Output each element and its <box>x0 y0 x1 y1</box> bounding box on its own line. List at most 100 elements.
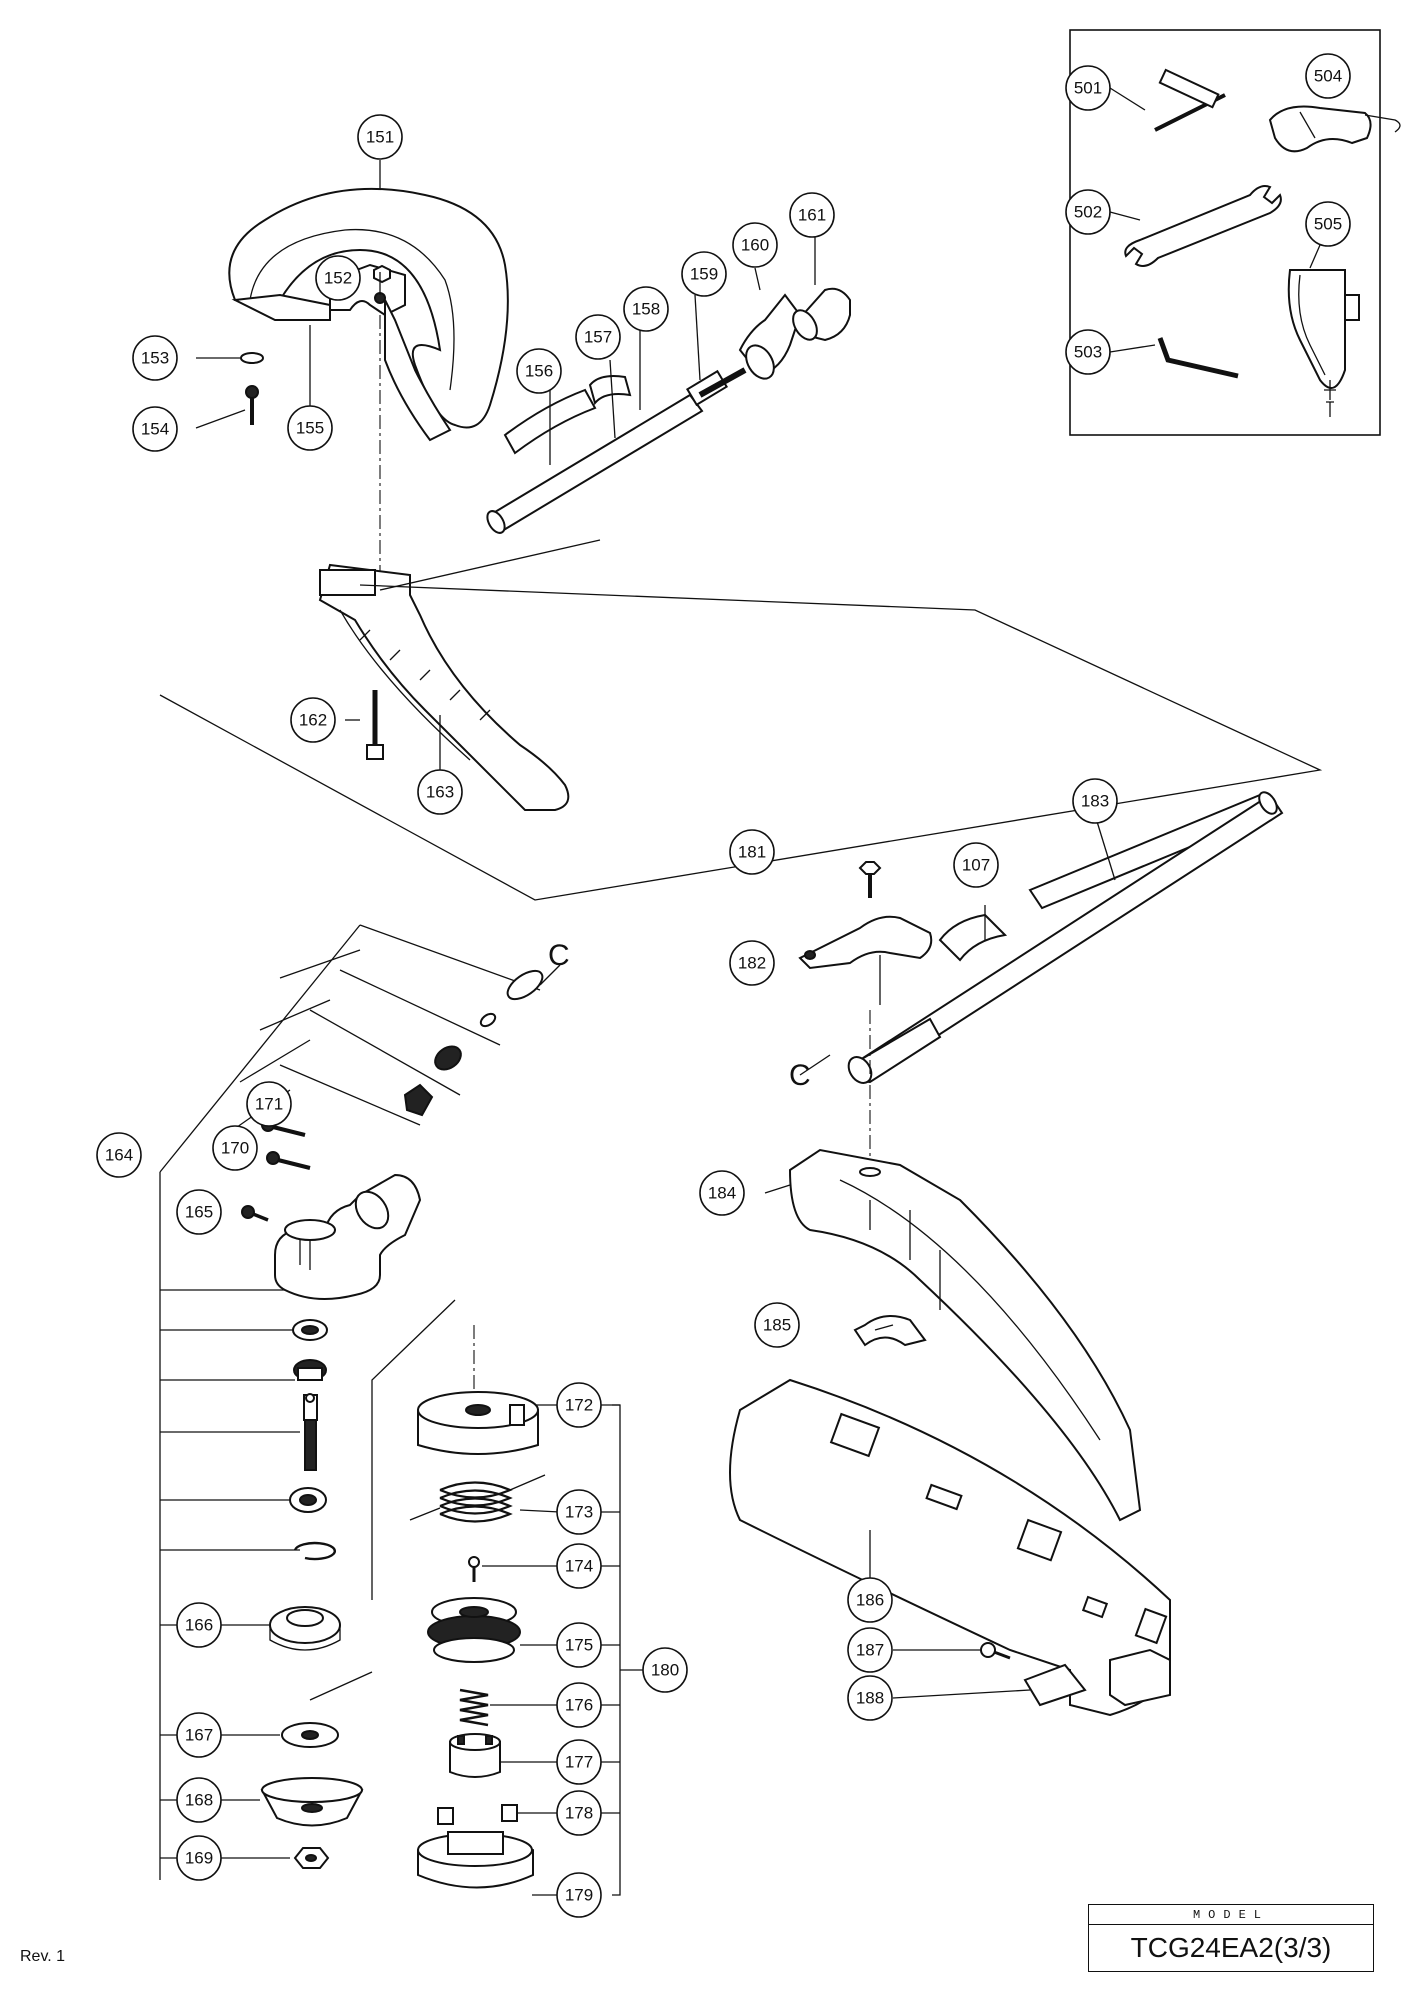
callout-107: 107 <box>953 842 999 888</box>
svg-text:158: 158 <box>632 300 660 319</box>
bearing-lower <box>289 1487 327 1513</box>
svg-text:156: 156 <box>525 362 553 381</box>
callout-504: 504 <box>1305 53 1351 99</box>
bolt-162 <box>366 690 384 760</box>
svg-text:160: 160 <box>741 236 769 255</box>
spool-175 <box>427 1597 521 1663</box>
circlip <box>506 969 544 1001</box>
svg-text:176: 176 <box>565 1696 593 1715</box>
leader-lines-upper <box>549 235 816 465</box>
sleeve-107 <box>938 913 1008 962</box>
bearing-upper-shaft <box>434 1045 462 1071</box>
svg-text:161: 161 <box>798 206 826 225</box>
cup-168 <box>260 1777 364 1827</box>
callout-503: 503 <box>1065 329 1111 375</box>
svg-text:170: 170 <box>221 1139 249 1158</box>
model-number: TCG24EA2(3/3) <box>1130 1932 1332 1963</box>
callout-173: 173 <box>556 1489 602 1535</box>
callout-177: 177 <box>556 1739 602 1785</box>
callout-185: 185 <box>754 1302 800 1348</box>
svg-text:174: 174 <box>565 1557 593 1576</box>
screw-154 <box>245 385 259 425</box>
callout-181: 181 <box>729 829 775 875</box>
callout-178: 178 <box>556 1790 602 1836</box>
callout-184: 184 <box>699 1170 745 1216</box>
svg-text:154: 154 <box>141 420 169 439</box>
revision-note: Rev. 1 <box>20 1948 66 1965</box>
screw-165 <box>241 1205 269 1222</box>
wrench-502 <box>1109 185 1282 267</box>
svg-text:162: 162 <box>299 711 327 730</box>
callout-159: 159 <box>681 251 727 297</box>
svg-text:168: 168 <box>185 1791 213 1810</box>
svg-text:180: 180 <box>651 1661 679 1680</box>
barrier-bar-163 <box>318 563 570 811</box>
callout-501: 501 <box>1065 65 1111 111</box>
svg-text:155: 155 <box>296 419 324 438</box>
callout-166: 166 <box>176 1602 222 1648</box>
svg-text:167: 167 <box>185 1726 213 1745</box>
svg-text:171: 171 <box>255 1095 283 1114</box>
svg-text:503: 503 <box>1074 343 1102 362</box>
washer-153 <box>240 352 264 364</box>
spindle-shaft <box>303 1393 318 1471</box>
safety-glasses-504 <box>1268 105 1401 153</box>
eyelet-178-left <box>437 1807 454 1825</box>
hanger-160 <box>738 293 802 380</box>
svg-text:186: 186 <box>856 1591 884 1610</box>
pinion-gear <box>403 1083 434 1117</box>
callout-183: 183 <box>1072 778 1118 824</box>
bolt-181 <box>858 861 882 898</box>
spline-shaft-159 <box>698 367 747 398</box>
callout-161: 161 <box>789 192 835 238</box>
svg-text:152: 152 <box>324 269 352 288</box>
callout-175: 175 <box>556 1622 602 1668</box>
svg-text:172: 172 <box>565 1396 593 1415</box>
callout-167: 167 <box>176 1712 222 1758</box>
bolt-170 <box>266 1151 311 1170</box>
clamp-185 <box>853 1315 927 1347</box>
svg-text:163: 163 <box>426 783 454 802</box>
gear-case-164 <box>274 1173 422 1300</box>
nut-169 <box>293 1847 330 1869</box>
callout-158: 158 <box>623 286 669 332</box>
callout-188: 188 <box>847 1675 893 1721</box>
guard-186 <box>729 1378 1171 1717</box>
callout-156: 156 <box>516 348 562 394</box>
model-title-block: MODEL TCG24EA2(3/3) <box>1088 1904 1374 1972</box>
section-mark-upper: C <box>548 939 570 972</box>
svg-text:187: 187 <box>856 1641 884 1660</box>
callout-187: 187 <box>847 1627 893 1673</box>
shoulder-harness-505 <box>1287 244 1360 417</box>
screw-174 <box>468 1556 480 1582</box>
svg-text:107: 107 <box>962 856 990 875</box>
callout-160: 160 <box>732 222 778 268</box>
callout-182: 182 <box>729 940 775 986</box>
cover-172 <box>417 1391 539 1455</box>
callout-154: 154 <box>132 406 178 452</box>
spring-173 <box>409 1474 546 1523</box>
svg-text:504: 504 <box>1314 67 1342 86</box>
svg-text:151: 151 <box>366 128 394 147</box>
svg-text:502: 502 <box>1074 203 1102 222</box>
snap-ring <box>293 1541 336 1561</box>
accessories-box <box>1069 29 1381 436</box>
svg-text:157: 157 <box>584 328 612 347</box>
svg-text:178: 178 <box>565 1804 593 1823</box>
callout-162: 162 <box>290 697 336 743</box>
svg-text:179: 179 <box>565 1886 593 1905</box>
svg-text:175: 175 <box>565 1636 593 1655</box>
model-label: MODEL <box>1089 1905 1373 1925</box>
clamp-182 <box>798 915 933 970</box>
callout-151: 151 <box>357 114 403 160</box>
svg-text:188: 188 <box>856 1689 884 1708</box>
callout-171: 171 <box>246 1081 292 1127</box>
small-ring <box>479 1012 497 1028</box>
blade-188 <box>1023 1663 1087 1707</box>
bevel-gear <box>293 1359 327 1381</box>
callout-168: 168 <box>176 1777 222 1823</box>
washer-167 <box>281 1722 339 1748</box>
svg-text:182: 182 <box>738 954 766 973</box>
eyelet-178-right <box>501 1804 518 1822</box>
cover-166 <box>269 1606 341 1651</box>
